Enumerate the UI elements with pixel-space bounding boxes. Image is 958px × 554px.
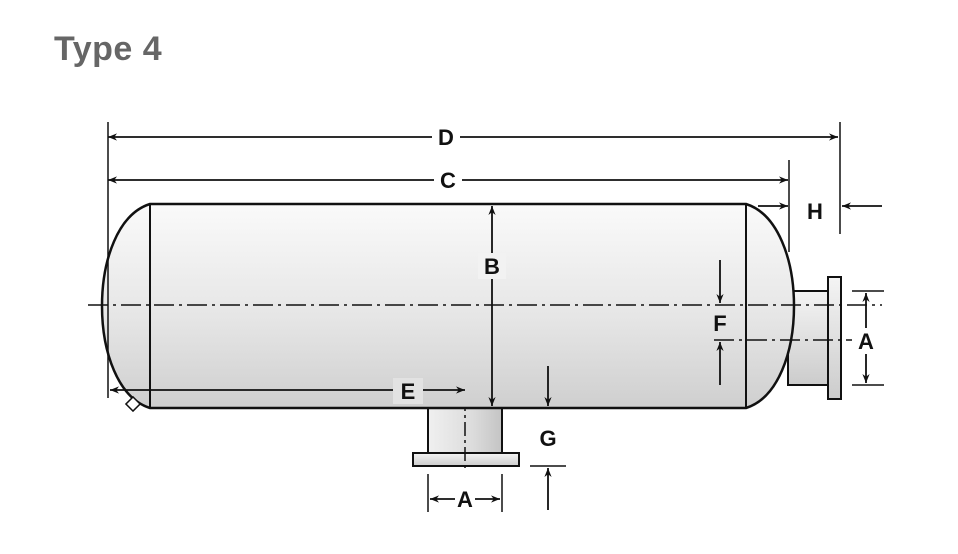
dimension-f-label: F [713, 311, 726, 336]
dimension-e-label: E [401, 379, 416, 404]
dimension-h-label: H [807, 199, 823, 224]
centerlines [88, 304, 882, 341]
dimension-c-label: C [440, 168, 456, 193]
page-title: Type 4 [54, 30, 163, 68]
dimension-a-inlet-label: A [457, 487, 473, 512]
extension-lines [107, 122, 884, 512]
drain-plug [124, 395, 142, 413]
outlet-nozzle [787, 276, 842, 400]
dimension-g-label: G [539, 426, 556, 451]
vessel-body [100, 202, 796, 413]
dimension-b-label: B [484, 254, 500, 279]
dimension-a-outlet-label: A [858, 329, 874, 354]
bottom-nozzle [412, 372, 520, 472]
dimension-d-label: D [438, 125, 454, 150]
